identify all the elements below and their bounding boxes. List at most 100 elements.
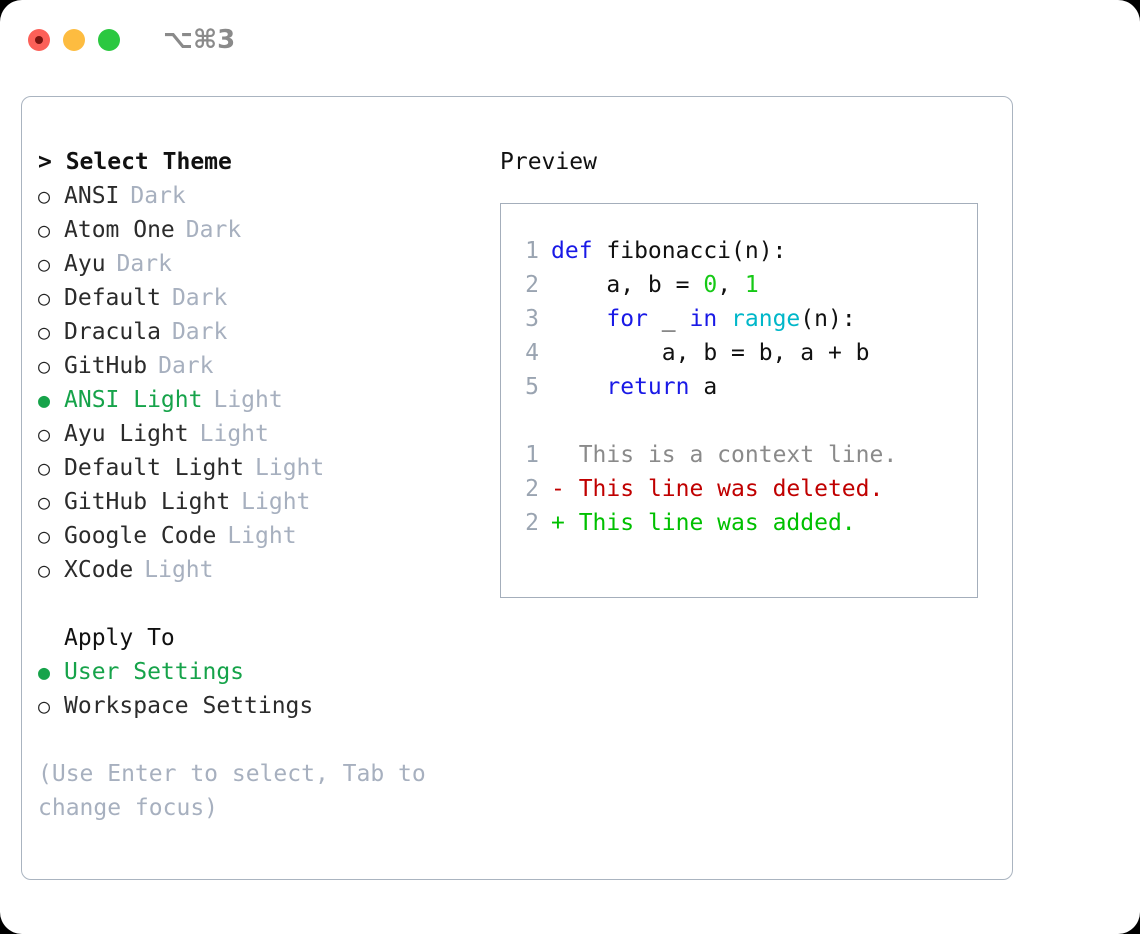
close-button[interactable] — [28, 29, 50, 51]
code-token-id: (n): — [800, 306, 856, 332]
code-diff-spacer — [501, 404, 977, 438]
theme-option-label: ANSI Light — [64, 387, 203, 413]
maximize-button[interactable] — [98, 29, 120, 51]
theme-option-label: Ayu Light — [64, 421, 189, 447]
theme-option-label: GitHub — [64, 353, 148, 379]
apply-to-option-label: Workspace Settings — [64, 693, 314, 719]
code-line-content: a, b = b, a + b — [551, 336, 870, 370]
diff-marker: - — [551, 476, 579, 502]
radio-selected-icon: ● — [38, 660, 51, 684]
radio-unselected-icon: ○ — [38, 524, 51, 548]
code-token-id: a, b = b, a + b — [551, 340, 870, 366]
code-token-id: _ — [647, 306, 690, 332]
radio-unselected-icon: ○ — [38, 184, 51, 208]
radio-unselected-icon: ○ — [38, 252, 51, 276]
code-line: 4 a, b = b, a + b — [501, 336, 977, 370]
theme-option-ayu[interactable]: ○ Ayu Dark — [38, 247, 468, 281]
code-line: 5 return a — [501, 370, 977, 404]
select-theme-header: > Select Theme — [38, 149, 232, 175]
keyboard-shortcut-label: ⌥⌘3 — [163, 25, 236, 55]
code-token-kw: for — [606, 306, 648, 332]
radio-unselected-icon: ○ — [38, 286, 51, 310]
theme-option-variant-tag: Light — [213, 387, 283, 413]
diff-sample: 1 This is a context line.2- This line wa… — [501, 438, 977, 540]
code-token-id: a, b = — [551, 272, 704, 298]
theme-option-variant-tag: Dark — [116, 251, 172, 277]
diff-line-add: 2+ This line was added. — [501, 506, 977, 540]
minimize-button[interactable] — [63, 29, 85, 51]
theme-option-atom-one[interactable]: ○ Atom One Dark — [38, 213, 468, 247]
radio-unselected-icon: ○ — [38, 456, 51, 480]
traffic-light-group — [28, 29, 120, 51]
diff-marker — [551, 438, 579, 472]
theme-option-ansi[interactable]: ○ ANSI Dark — [38, 179, 468, 213]
theme-option-label: Default — [64, 285, 161, 311]
radio-unselected-icon: ○ — [38, 354, 51, 378]
theme-option-variant-tag: Dark — [185, 217, 242, 243]
theme-option-variant-tag: Light — [255, 455, 325, 481]
code-token-id — [551, 306, 606, 332]
radio-unselected-icon: ○ — [38, 694, 51, 718]
code-token-kw: in — [689, 306, 718, 332]
apply-to-header: Apply To — [64, 625, 175, 651]
theme-option-variant-tag: Light — [199, 421, 269, 447]
radio-unselected-icon: ○ — [38, 422, 51, 446]
theme-option-ayu-light[interactable]: ○ Ayu Light Light — [38, 417, 468, 451]
title-bar: ⌥⌘3 — [0, 0, 1140, 80]
theme-option-label: ANSI — [64, 183, 120, 209]
diff-line-ctx: 1 This is a context line. — [501, 438, 977, 472]
section-spacer — [38, 587, 468, 621]
code-token-id: a — [689, 374, 718, 400]
radio-unselected-icon: ○ — [38, 558, 51, 582]
code-line-content: def fibonacci(n): — [551, 234, 786, 268]
line-number: 1 — [525, 442, 539, 468]
diff-line-content: This line was deleted. — [578, 476, 884, 502]
code-token-fn: range — [731, 306, 801, 332]
line-number: 1 — [525, 238, 539, 264]
line-number: 3 — [525, 306, 539, 332]
theme-option-variant-tag: Light — [144, 557, 214, 583]
code-token-id: , — [717, 272, 745, 298]
radio-unselected-icon: ○ — [38, 218, 51, 242]
code-token-num: 1 — [744, 272, 759, 298]
theme-option-label: Default Light — [64, 455, 245, 481]
keyboard-hint-text: (Use Enter to select, Tab to change focu… — [38, 761, 426, 821]
theme-option-default[interactable]: ○ Default Dark — [38, 281, 468, 315]
apply-to-option-label: User Settings — [64, 659, 245, 685]
code-token-id: fibonacci(n): — [606, 238, 787, 264]
code-line: 3 for _ in range(n): — [501, 302, 977, 336]
theme-option-label: Google Code — [64, 523, 217, 549]
diff-line-content: This line was added. — [578, 510, 856, 536]
close-icon — [35, 36, 43, 44]
line-number: 2 — [525, 272, 539, 298]
line-number: 5 — [525, 374, 539, 400]
diff-line-content: This is a context line. — [578, 442, 898, 468]
theme-option-variant-tag: Dark — [171, 319, 228, 345]
code-line-content: for _ in range(n): — [551, 302, 856, 336]
apply-to-option-workspace-settings[interactable]: ○ Workspace Settings — [38, 689, 468, 723]
theme-option-variant-tag: Dark — [171, 285, 228, 311]
theme-option-label: Ayu — [64, 251, 106, 277]
code-line: 1 def fibonacci(n): — [501, 234, 977, 268]
theme-option-label: Atom One — [64, 217, 175, 243]
code-token-id — [717, 306, 731, 332]
preview-title: Preview — [500, 149, 597, 175]
theme-option-default-light[interactable]: ○ Default Light Light — [38, 451, 468, 485]
code-token-id — [551, 374, 606, 400]
code-line: 2 a, b = 0, 1 — [501, 268, 977, 302]
apply-to-option-user-settings[interactable]: ● User Settings — [38, 655, 468, 689]
diff-line-del: 2- This line was deleted. — [501, 472, 977, 506]
code-line-content: return a — [551, 370, 717, 404]
theme-option-variant-tag: Dark — [130, 183, 186, 209]
